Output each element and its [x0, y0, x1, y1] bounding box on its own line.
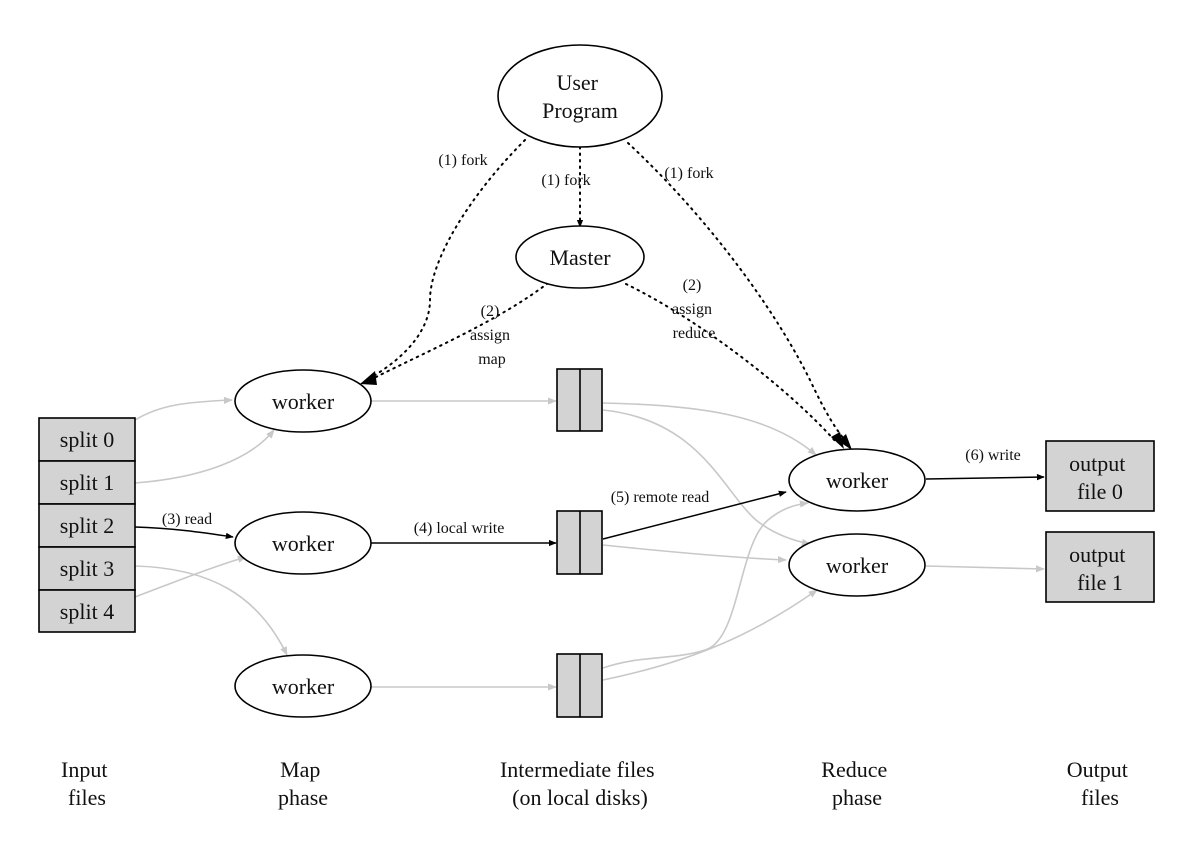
input-split-3-label: split 3	[60, 556, 114, 581]
input-split-4-label: split 4	[60, 599, 114, 624]
output-file-1: output file 1	[1045, 531, 1155, 603]
label-remote-read: (5) remote read	[611, 489, 710, 506]
edge-file1-to-reduce1	[602, 402, 817, 456]
edge-file1-to-reduce2	[602, 409, 811, 546]
label-write: (6) write	[965, 447, 1021, 464]
svg-text:User Program: User Program	[542, 70, 618, 123]
map-worker-3: worker	[234, 654, 372, 718]
edge-split0-to-worker1	[134, 396, 233, 421]
edge-fork-to-reduce-worker	[627, 142, 849, 445]
output-file-0: output file 0	[1045, 440, 1155, 512]
edge-split2-to-worker2	[134, 526, 234, 540]
arrowhead-map-worker	[360, 371, 377, 385]
input-split-1: split 1	[38, 460, 136, 505]
label-read: (3) read	[162, 511, 212, 528]
label-fork-right: (1) fork	[664, 165, 713, 182]
map-worker-1-label: worker	[272, 389, 335, 414]
svg-text:output file 0: output file 0	[1069, 451, 1131, 504]
column-captions: Input files Map phase Intermediate files…	[61, 757, 1134, 810]
edge-split3-to-worker3	[134, 565, 288, 656]
intermediate-file-3	[556, 653, 603, 718]
input-split-2: split 2	[38, 503, 136, 548]
reduce-worker-2: worker	[788, 533, 926, 597]
caption-reduce-phase: Reduce phase	[821, 757, 892, 810]
arrowhead-reduce-worker-b	[831, 432, 844, 449]
caption-output-files: Output files	[1067, 757, 1134, 810]
map-worker-2-label: worker	[272, 531, 335, 556]
user-program-line-1: User	[556, 70, 598, 95]
user-program-line-2: Program	[542, 98, 618, 123]
input-split-0-label: split 0	[60, 427, 114, 452]
svg-text:output file 1: output file 1	[1069, 542, 1131, 595]
input-split-0: split 0	[38, 417, 136, 462]
edge-file2-to-reduce2	[602, 544, 787, 564]
label-assign-map: (2) assign map	[470, 303, 514, 368]
edge-file3-to-reduce2	[602, 589, 818, 681]
input-split-1-label: split 1	[60, 470, 114, 495]
input-split-2-label: split 2	[60, 513, 114, 538]
edge-split1-to-worker1	[134, 429, 275, 484]
label-local-write: (4) local write	[414, 520, 505, 537]
active-flow-edges	[134, 473, 1045, 547]
master-node: Master	[515, 225, 645, 289]
map-worker-3-label: worker	[272, 674, 335, 699]
caption-map-phase: Map phase	[278, 757, 328, 810]
arrowhead-reduce-worker-a	[838, 434, 852, 450]
edge-file3-to-reduce1	[602, 500, 809, 669]
edge-labels: (1) fork (1) fork (1) fork (2) assign ma…	[162, 152, 1021, 537]
label-fork-left: (1) fork	[438, 152, 487, 169]
master-label: Master	[549, 245, 611, 270]
input-split-3: split 3	[38, 546, 136, 591]
caption-intermediate-files: Intermediate files (on local disks)	[500, 757, 660, 810]
edge-assign-reduce	[625, 283, 837, 443]
input-files: split 0 split 1 split 2 split 3 split 4	[38, 417, 136, 633]
map-worker-1: worker	[234, 369, 372, 433]
output-file-0-line-2: file 0	[1077, 479, 1123, 504]
label-fork-middle: (1) fork	[541, 172, 590, 189]
edge-reduce1-to-output0	[925, 473, 1045, 481]
intermediate-file-2	[556, 510, 603, 575]
output-file-1-line-2: file 1	[1077, 570, 1123, 595]
user-program-node: User Program	[497, 44, 663, 148]
output-file-0-line-1: output	[1069, 451, 1125, 476]
input-split-4: split 4	[38, 589, 136, 633]
edge-assign-map	[371, 282, 549, 380]
control-edges	[360, 139, 852, 450]
data-flow-edges	[134, 396, 1045, 691]
label-assign-reduce: (2) assign reduce	[672, 277, 716, 342]
reduce-worker-1-label: worker	[826, 468, 889, 493]
caption-input-files: Input files	[61, 757, 113, 810]
edge-split4-to-worker2	[134, 555, 247, 598]
output-file-1-line-1: output	[1069, 542, 1125, 567]
intermediate-file-1	[556, 368, 603, 432]
map-worker-2: worker	[234, 511, 372, 575]
reduce-worker-1: worker	[788, 448, 926, 512]
edge-file2-to-reduce1	[602, 490, 787, 540]
edge-reduce2-to-output1	[925, 565, 1045, 573]
reduce-worker-2-label: worker	[826, 553, 889, 578]
intermediate-files	[556, 368, 603, 718]
